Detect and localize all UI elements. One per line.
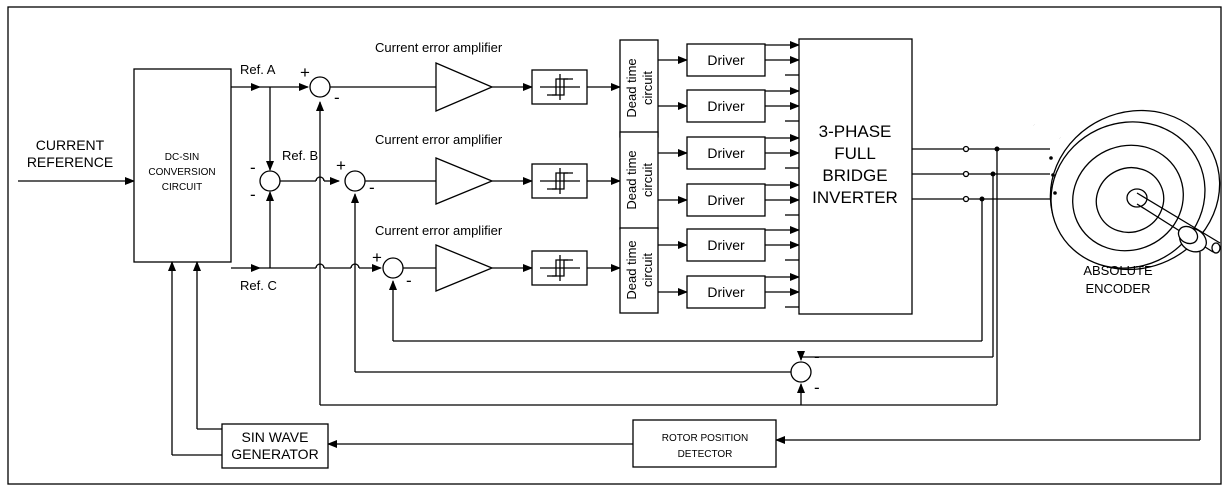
feedback-summing-junction <box>790 361 812 383</box>
svg-text:-: - <box>814 347 820 366</box>
outer-frame <box>7 6 1222 485</box>
driver-block-5 <box>686 228 766 262</box>
dead-time-circuit-a: Dead time circuit <box>619 39 659 138</box>
driver-block-6 <box>686 275 766 309</box>
phase-a-summing-junction <box>309 76 331 98</box>
svg-text:Dead time: Dead time <box>624 58 639 117</box>
svg-text:-: - <box>250 158 256 177</box>
amp-c-label: Current error amplifier <box>375 223 503 238</box>
amplifier-a <box>435 62 494 112</box>
svg-text:Dead time: Dead time <box>624 150 639 209</box>
comparator-c <box>531 250 588 286</box>
driver-label: Driver <box>707 98 745 114</box>
ref-b-label: Ref. B <box>282 148 318 163</box>
amp-a-label: Current error amplifier <box>375 40 503 55</box>
svg-text:+: + <box>372 248 382 267</box>
three-phase-inverter-block <box>798 38 913 315</box>
svg-text:-: - <box>814 378 820 397</box>
dc-sin-conversion-block <box>133 68 232 263</box>
sin-wave-generator-block <box>221 423 329 469</box>
comparator-a <box>531 69 588 105</box>
driver-block-2 <box>686 89 766 123</box>
svg-text:+: + <box>336 156 346 175</box>
svg-text:Dead time: Dead time <box>624 240 639 299</box>
amplifier-c <box>435 244 494 292</box>
ref-c-label: Ref. C <box>240 278 277 293</box>
ref-b-summing-junction <box>259 170 281 192</box>
svg-text:circuit: circuit <box>640 71 655 105</box>
motor-drawing <box>1033 109 1221 271</box>
svg-text:circuit: circuit <box>640 163 655 197</box>
svg-text:-: - <box>334 88 340 107</box>
driver-label: Driver <box>707 284 745 300</box>
dead-time-circuit-b: Dead time circuit <box>619 131 659 230</box>
svg-text:-: - <box>250 185 256 204</box>
svg-text:-: - <box>369 178 375 197</box>
phase-c-summing-junction <box>382 257 404 279</box>
svg-text:-: - <box>406 271 412 290</box>
svg-text:+: + <box>300 63 310 82</box>
dead-time-circuit-c: Dead time circuit <box>619 227 659 314</box>
rotor-position-detector-block <box>632 419 777 468</box>
driver-block-1 <box>686 43 766 77</box>
comparator-b <box>531 163 588 199</box>
ref-a-label: Ref. A <box>240 62 276 77</box>
driver-block-3 <box>686 136 766 170</box>
amp-b-label: Current error amplifier <box>375 132 503 147</box>
driver-label: Driver <box>707 52 745 68</box>
driver-label: Driver <box>707 145 745 161</box>
svg-text:circuit: circuit <box>640 253 655 287</box>
driver-label: Driver <box>707 192 745 208</box>
amplifier-b <box>435 157 494 205</box>
driver-label: Driver <box>707 237 745 253</box>
phase-b-summing-junction <box>344 170 366 192</box>
